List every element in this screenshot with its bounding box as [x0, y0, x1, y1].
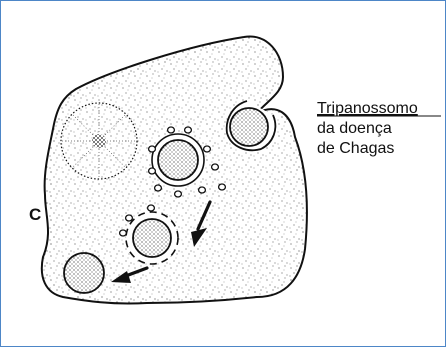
parasite-escaping-vacuole	[126, 212, 178, 264]
free-parasite	[64, 253, 104, 293]
caption-line-3: de Chagas	[317, 140, 394, 157]
parasite-in-vacuole	[152, 134, 204, 186]
panel-letter: C	[29, 205, 41, 224]
caption-line-1: Tripanossomo	[317, 100, 418, 117]
nucleolus	[92, 134, 106, 148]
caption: Tripanossomo da doença de Chagas	[317, 100, 441, 157]
nucleus	[61, 103, 137, 179]
caption-line-2: da doença	[317, 120, 392, 137]
